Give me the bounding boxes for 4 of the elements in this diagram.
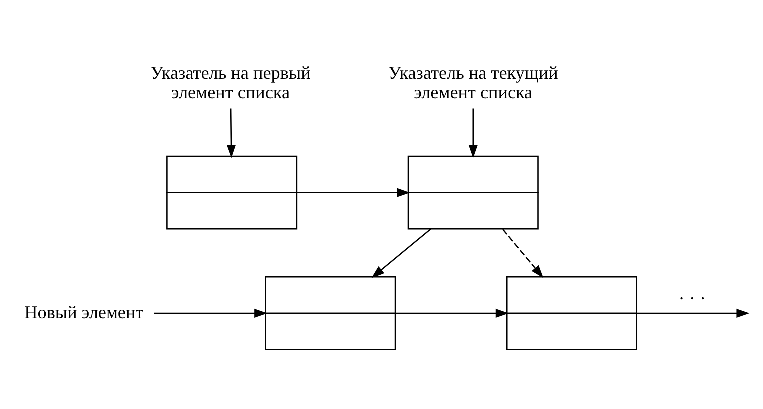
edge-label: · · · (678, 288, 706, 309)
node-text: Указатель на текущий элемент списка (388, 62, 558, 102)
node-text: Новый элемент (24, 302, 144, 322)
node-text: Указатель на первый элемент списка (150, 62, 311, 102)
